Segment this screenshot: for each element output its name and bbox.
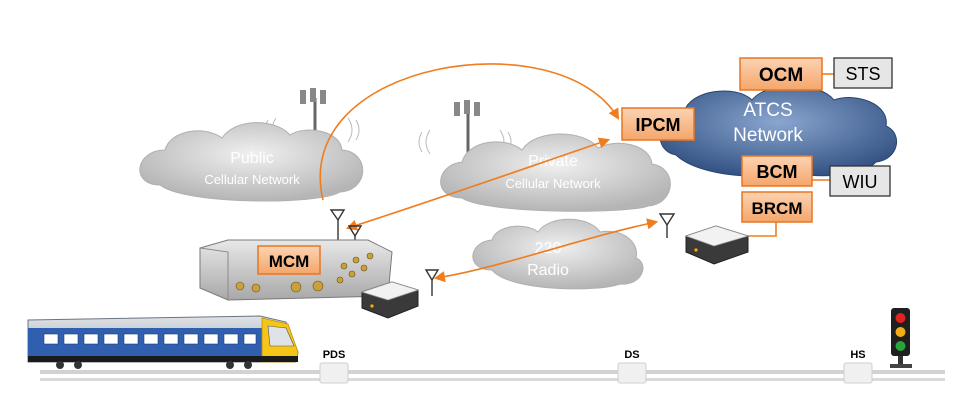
- atcs-cloud-subtitle: Network: [733, 125, 803, 146]
- connection-arrows: [319, 63, 834, 283]
- mcm-module: MCM: [257, 245, 321, 275]
- ocm-label: OCM: [759, 65, 803, 86]
- antenna-icon: [658, 213, 676, 238]
- ipcm-label: IPCM: [636, 115, 681, 135]
- wayside-radio-modem-device: [684, 225, 750, 265]
- ds-marker: DS: [617, 349, 647, 384]
- ipcm-module: IPCM: [621, 107, 695, 141]
- mcm-label: MCM: [269, 252, 310, 271]
- brcm-device-link: [744, 222, 777, 237]
- bcm-label: BCM: [757, 162, 798, 182]
- atcs-network-cloud: ATCS Network: [659, 85, 897, 177]
- wiu-box: WIU: [829, 165, 891, 197]
- wiu-label: WIU: [843, 172, 878, 192]
- pds-marker: PDS: [319, 349, 349, 384]
- sts-label: STS: [845, 64, 880, 84]
- arrow-private-to-antenna: [345, 137, 611, 231]
- pds-label: PDS: [323, 349, 346, 361]
- brcm-label: BRCM: [752, 199, 803, 218]
- railroad-track: [40, 370, 945, 381]
- public-cellular-cloud: Public Cellular Network: [139, 122, 364, 202]
- public-cloud-subtitle: Cellular Network: [204, 172, 300, 187]
- hs-label: HS: [850, 349, 865, 361]
- arrow-radio-link: [433, 218, 659, 283]
- private-cloud-subtitle: Cellular Network: [505, 176, 601, 191]
- antenna-icons: [329, 209, 676, 296]
- radio-220-cloud: 220 Radio: [472, 218, 644, 290]
- radio-modem-device: [360, 281, 420, 319]
- radio-cloud-subtitle: Radio: [527, 262, 569, 279]
- private-cloud-title: Private: [528, 153, 578, 170]
- arrow-public-to-ipcm: [319, 63, 620, 201]
- brcm-module: BRCM: [741, 191, 813, 223]
- atcs-cloud-title: ATCS: [743, 100, 792, 121]
- public-cloud-title: Public: [230, 150, 274, 167]
- bcm-module: BCM: [741, 155, 813, 187]
- ocm-module: OCM: [739, 57, 823, 91]
- antenna-icon: [424, 269, 440, 296]
- hs-marker: HS: [843, 349, 873, 384]
- ds-label: DS: [624, 349, 639, 361]
- train-icon: [27, 315, 299, 369]
- sts-box: STS: [833, 57, 893, 89]
- traffic-signal-icon: [890, 308, 912, 368]
- private-cellular-cloud: Private Cellular Network: [440, 133, 671, 212]
